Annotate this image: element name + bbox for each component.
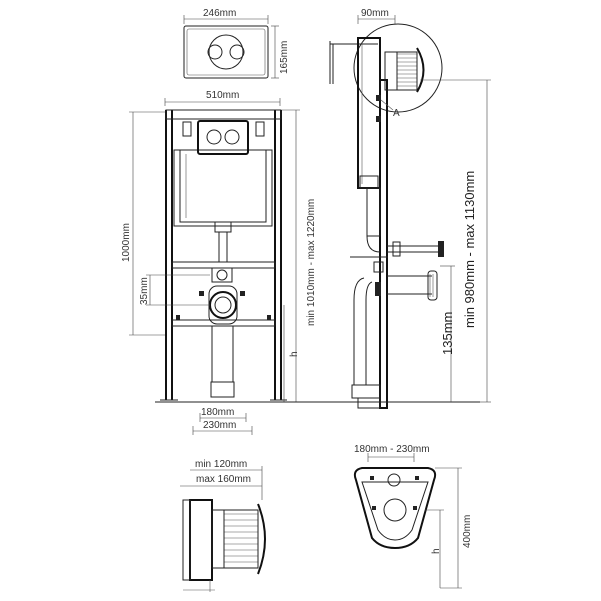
- button-thread-body: [396, 51, 418, 91]
- bolt: [240, 291, 245, 296]
- label-button-max: max 160mm: [196, 474, 251, 485]
- label-bowl-h: h: [431, 548, 442, 554]
- button-detail-view: min 120mm max 160mm: [180, 459, 266, 592]
- inlet-fitting: [216, 269, 228, 281]
- inlet-cap: [438, 241, 444, 257]
- drain-end: [210, 381, 235, 398]
- flush-button-small: [207, 44, 223, 60]
- label-h-front: h: [289, 351, 300, 357]
- flush-plate-outline: [183, 25, 269, 79]
- waste-pipe: [387, 275, 432, 295]
- cistern-neck: [366, 187, 381, 237]
- downpipe-top: [214, 221, 232, 233]
- inlet-valve: [392, 241, 401, 257]
- label-side-depth: 90mm: [361, 8, 389, 19]
- label-outlet-230: 230mm: [203, 420, 236, 431]
- label-plate-height: 165mm: [279, 41, 290, 74]
- bowl-fixing: [415, 476, 419, 480]
- button-detail-cap: [257, 503, 266, 575]
- bracket-small: [176, 315, 180, 320]
- label-outlet-180: 180mm: [201, 407, 234, 418]
- label-side-135: 135mm: [440, 312, 455, 355]
- cistern-button-left: [206, 129, 222, 145]
- flush-plate-inner: [186, 28, 266, 76]
- cistern-flush-plate: [197, 120, 249, 155]
- bowl-fixing: [372, 506, 376, 510]
- frame-lower-rail: [171, 319, 276, 327]
- cistern-body: [179, 149, 267, 223]
- bowl-inlet: [387, 473, 401, 487]
- bracket-left: [182, 121, 192, 137]
- flush-ring: [208, 34, 244, 70]
- label-marker-a: A: [393, 108, 400, 119]
- frame-side-column: [357, 37, 381, 189]
- label-button-min: min 120mm: [195, 459, 247, 470]
- label-frame-width: 510mm: [206, 90, 239, 101]
- button-cap: [416, 47, 425, 93]
- outlet-inner: [214, 296, 232, 314]
- wall-section: [189, 499, 213, 581]
- inlet-box: [211, 267, 233, 283]
- bowl-outline: [353, 467, 437, 550]
- wall-face: [182, 499, 191, 581]
- cistern-base: [359, 175, 379, 189]
- bowl-inner: [361, 481, 429, 541]
- waste-bracket: [375, 282, 381, 296]
- cistern-outline: [173, 149, 273, 227]
- drain-base: [357, 397, 381, 409]
- outlet-ring: [209, 291, 237, 319]
- bolt: [199, 291, 204, 296]
- label-side-range: min 980mm - max 1130mm: [462, 171, 477, 328]
- cistern-button-right: [224, 129, 240, 145]
- side-section-view: 90mm A: [329, 8, 491, 409]
- fixing: [376, 116, 381, 122]
- label-bowl-400: 400mm: [462, 515, 473, 548]
- bracket-small: [267, 315, 271, 320]
- pipe-bend-top: [366, 235, 381, 253]
- bowl-view: 180mm - 230mm 400mm h: [353, 444, 473, 589]
- waste-grooves: [429, 274, 434, 297]
- label-frame-height: 1000mm: [121, 223, 132, 262]
- label-bowl-range: 180mm - 230mm: [354, 444, 430, 455]
- leader-a: [380, 99, 394, 111]
- frame-side-wall: [379, 79, 388, 409]
- button-thread: [223, 509, 259, 569]
- flush-button-large: [229, 44, 245, 60]
- fixing: [376, 95, 381, 101]
- bowl-outlet: [383, 498, 407, 522]
- front-frame-view: 510mm 1000mm: [121, 90, 345, 435]
- bracket-right: [255, 121, 265, 137]
- frame-mid-rail: [171, 261, 276, 269]
- button-body: [211, 509, 225, 569]
- label-plate-width: 246mm: [203, 8, 236, 19]
- drain-outer: [353, 277, 365, 385]
- drain-foot: [351, 384, 381, 399]
- drain-inner: [365, 281, 373, 385]
- label-pipe-offset: 35mm: [139, 277, 150, 305]
- button-detail-threads: [224, 513, 258, 563]
- button-threads: [397, 53, 417, 87]
- shelf-clip: [373, 261, 384, 273]
- bowl-fixing: [370, 476, 374, 480]
- detail-circle: [353, 23, 443, 113]
- bowl-fixing: [413, 506, 417, 510]
- flush-plate-view: 246mm 165mm: [183, 8, 290, 79]
- label-frame-range: min 1010mm - max 1220mm: [306, 199, 317, 326]
- frame-top-rail: [165, 109, 282, 120]
- waste-flange: [427, 270, 438, 301]
